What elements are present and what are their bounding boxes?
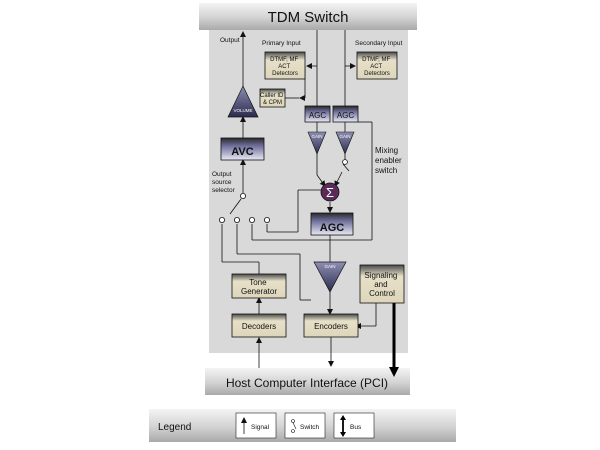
- agc-left-block: AGC: [304, 105, 331, 123]
- summer-node: Σ: [320, 182, 340, 202]
- tone-generator-line-2: Generator: [241, 287, 277, 296]
- legend-signal: Signal: [235, 412, 277, 439]
- signaling-line-3: Control: [369, 289, 395, 298]
- selector-line-1: Output: [212, 171, 232, 178]
- mixing-line-3: switch: [375, 166, 397, 175]
- tdm-switch-label: TDM Switch: [268, 9, 349, 26]
- svg-text:DTMF, MF ACT Detec: DTMF, MF ACT Detectors: [362, 57, 392, 77]
- gain-right-triangle: GAIN: [335, 131, 355, 155]
- tone-generator-block: Tone Generator: [231, 273, 287, 299]
- gain-left-triangle: GAIN: [307, 131, 327, 155]
- dtmf-secondary-line-2: ACT: [370, 64, 382, 70]
- avc-block: AVC: [220, 137, 265, 161]
- signaling-line-1: Signaling: [364, 271, 397, 280]
- agc-main-block: AGC: [310, 212, 354, 236]
- dtmf-secondary-line-1: DTMF, MF: [362, 57, 390, 63]
- legend-bus: Bus: [333, 412, 375, 439]
- svg-text:Tone Generator: Tone Generator: [241, 278, 277, 296]
- gain-left-label: GAIN: [311, 134, 322, 139]
- svg-text:Signaling and Cont: Signaling and Control: [364, 271, 399, 298]
- gain-right-label: GAIN: [339, 134, 350, 139]
- caller-id-line-1: Caller ID: [260, 93, 284, 99]
- legend-title: Legend: [158, 422, 191, 433]
- agc-left-label: AGC: [309, 111, 327, 120]
- avc-label: AVC: [231, 146, 253, 158]
- gain-main-label: GAIN: [324, 264, 335, 269]
- svg-text:DTMF, MF ACT Detec: DTMF, MF ACT Detectors: [270, 57, 300, 77]
- primary-input-label: Primary Input: [262, 40, 301, 47]
- selector-line-2: source: [212, 179, 232, 186]
- decoders-label: Decoders: [242, 322, 276, 331]
- dtmf-primary-line-3: Detectors: [272, 71, 298, 77]
- encoders-label: Encoders: [314, 322, 348, 331]
- gain-main-triangle: GAIN: [313, 261, 347, 293]
- signal-lines: [221, 30, 377, 368]
- secondary-input-label: Secondary Input: [355, 40, 403, 47]
- output-label: Output: [220, 37, 240, 44]
- tdm-switch-bar: TDM Switch: [199, 3, 417, 30]
- legend-switch: Switch: [284, 412, 326, 439]
- selector-line-3: selector: [212, 187, 236, 194]
- dtmf-primary-line-1: DTMF, MF: [270, 57, 298, 63]
- legend: Legend Signal Switch Bus: [149, 409, 456, 442]
- caller-id-line-2: & CPM: [263, 100, 282, 106]
- host-interface-label: Host Computer Interface (PCI): [226, 376, 388, 390]
- mixing-line-2: enabler: [375, 156, 402, 165]
- legend-bus-label: Bus: [350, 424, 362, 431]
- signaling-control-block: Signaling and Control: [359, 264, 405, 304]
- dtmf-secondary-block: DTMF, MF ACT Detectors: [356, 51, 398, 80]
- tone-generator-line-1: Tone: [249, 278, 267, 287]
- dtmf-secondary-line-3: Detectors: [364, 71, 390, 77]
- mixing-enabler-label: Mixing enabler switch: [375, 146, 404, 175]
- agc-right-label: AGC: [337, 111, 355, 120]
- agc-right-block: AGC: [332, 105, 359, 123]
- agc-main-label: AGC: [320, 222, 345, 234]
- legend-switch-label: Switch: [300, 424, 320, 431]
- mixing-enabler-switch: [342, 159, 350, 172]
- dtmf-primary-line-2: ACT: [278, 64, 290, 70]
- dtmf-primary-block: DTMF, MF ACT Detectors: [264, 51, 306, 80]
- output-source-switch: [218, 192, 270, 223]
- volume-triangle: VOLUME: [227, 85, 259, 118]
- decoders-block: Decoders: [231, 313, 287, 338]
- signaling-line-2: and: [374, 280, 387, 289]
- volume-label: VOLUME: [233, 108, 252, 113]
- output-source-selector-label: Output source selector: [212, 171, 236, 194]
- summer-symbol: Σ: [326, 185, 334, 200]
- svg-text:Caller ID & CPM: Caller ID & CPM: [260, 93, 285, 106]
- caller-id-block: Caller ID & CPM: [259, 88, 286, 108]
- encoders-block: Encoders: [303, 313, 359, 338]
- host-interface-bar: Host Computer Interface (PCI): [205, 368, 410, 395]
- legend-signal-label: Signal: [251, 424, 270, 431]
- mixing-line-1: Mixing: [375, 146, 398, 155]
